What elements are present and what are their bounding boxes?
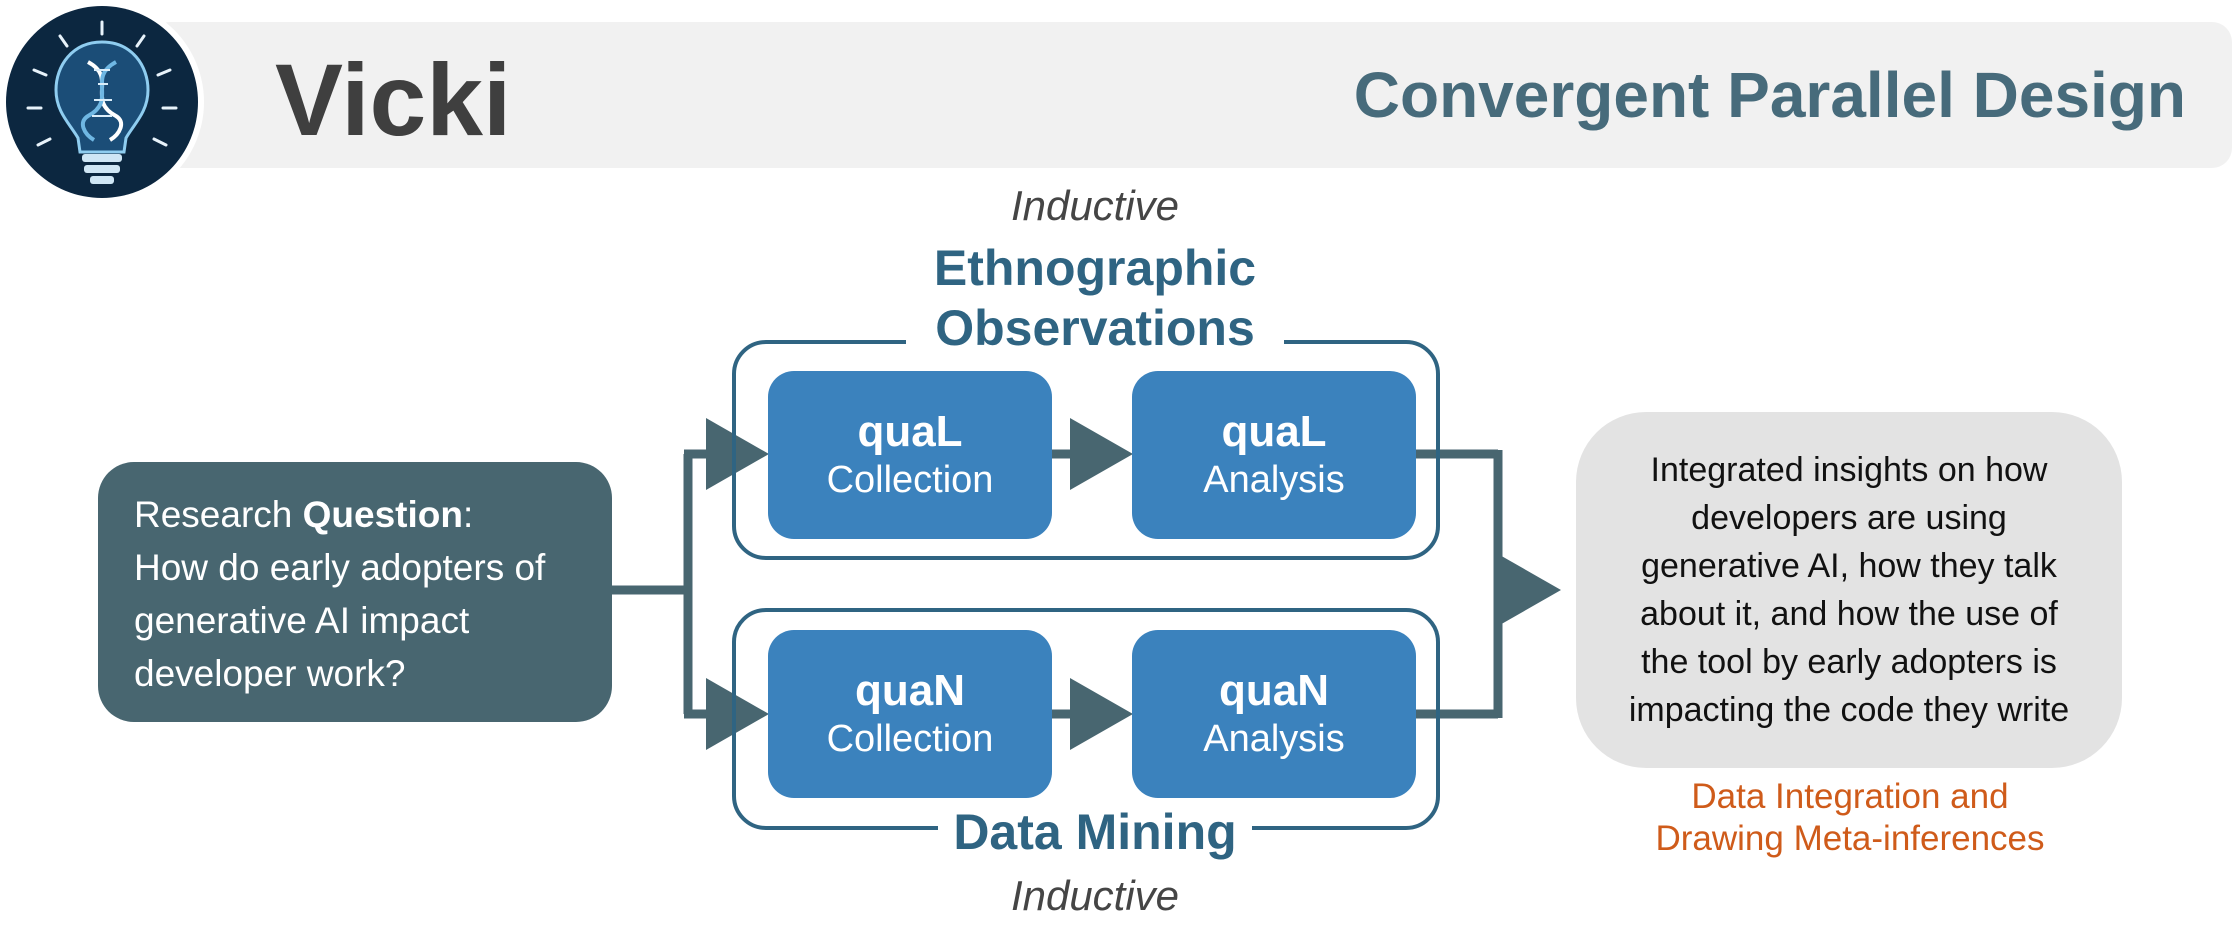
caption-line-2: Drawing Meta-inferences [1655,819,2045,858]
page-title: Convergent Parallel Design [1353,59,2186,131]
stage-name: quaN [855,666,965,715]
bottom-approach-label: Inductive [1010,872,1180,919]
stage-step: Analysis [1203,718,1345,760]
integration-caption: Data Integration and Drawing Meta-infere… [1580,776,2120,860]
frame-label-gap [906,334,1284,346]
stage-name: quaN [1219,666,1329,715]
caption-line-1: Data Integration and [1691,777,2009,816]
stage-step: Collection [826,718,994,760]
qual-collection-box: quaL Collection [768,371,1052,539]
quan-analysis-box: quaN Analysis [1132,630,1416,798]
qual-analysis-box: quaL Analysis [1132,371,1416,539]
frame-label-gap [938,824,1252,836]
question-prefix: Research [134,494,303,535]
research-question-box: Research Question: How do early adopters… [98,462,612,722]
stage-step: Collection [826,459,994,501]
top-approach-label: Inductive [1010,182,1180,229]
stage-name: quaL [1221,407,1327,456]
question-suffix: : [462,494,474,535]
lightbulb-dna-icon [0,0,204,204]
quan-collection-box: quaN Collection [768,630,1052,798]
integrated-insights-text: Integrated insights on how developers ar… [1628,451,2070,729]
bottom-strand-title: Data Mining [953,804,1237,860]
stage-name: quaL [857,407,963,456]
question-body: How do early adopters of generative AI i… [134,547,546,694]
question-emphasis: Question [302,494,463,535]
app-title: Vicki [275,43,512,157]
stage-step: Analysis [1203,459,1345,501]
integrated-insights-box: Integrated insights on how developers ar… [1576,412,2122,768]
top-strand-title: Ethnographic Observations [933,240,1257,356]
header-bar [150,22,2232,168]
